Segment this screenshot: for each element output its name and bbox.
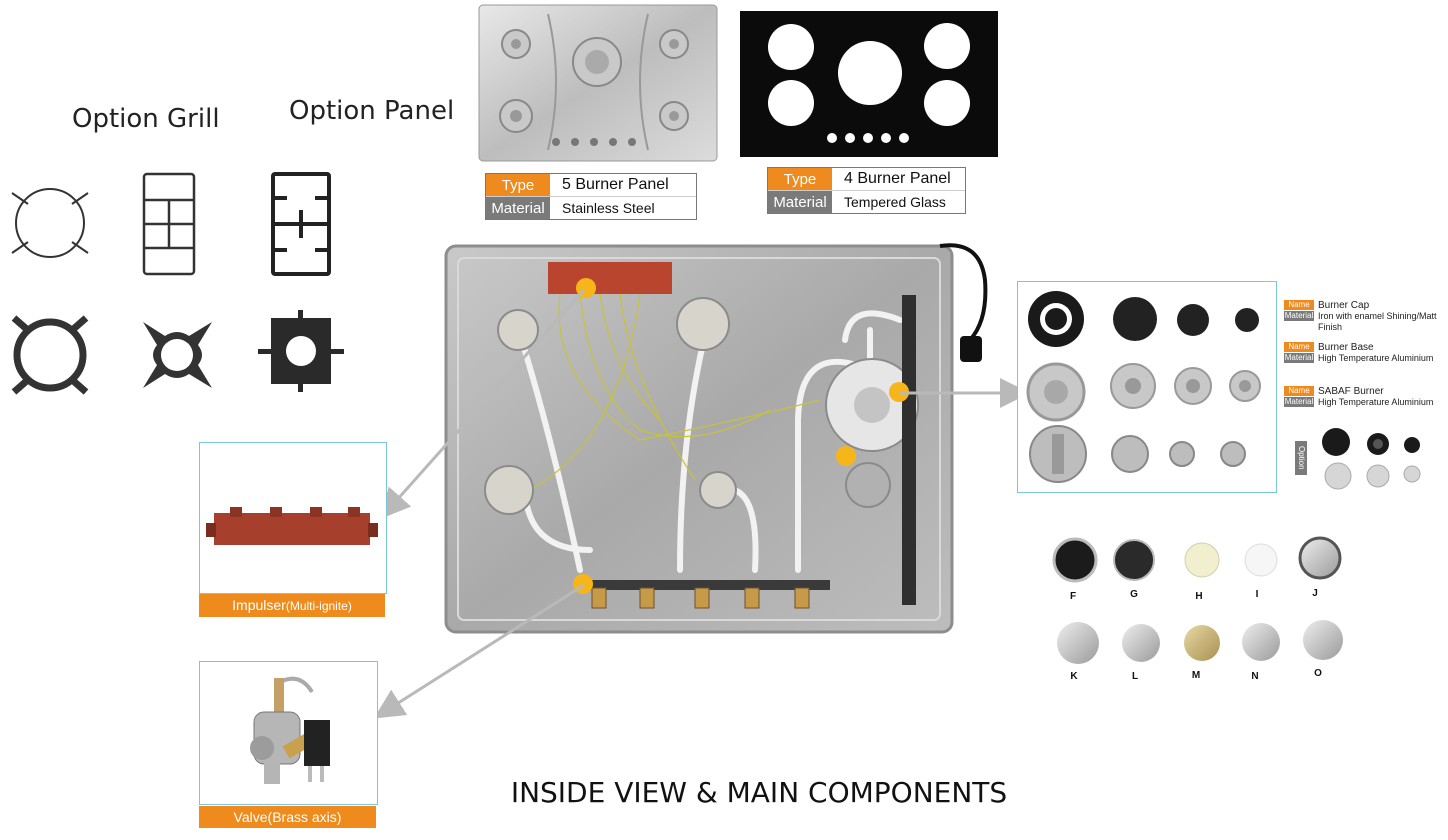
grill-square-image — [258, 310, 344, 392]
option-panel-heading: Option Panel — [289, 96, 455, 126]
grill-round-heavy-image — [11, 315, 89, 395]
material-label: Material — [486, 197, 550, 219]
option-grill-heading: Option Grill — [72, 104, 220, 134]
panel-spec-stainless: Type 5 Burner Panel Material Stainless S… — [485, 173, 697, 220]
legend-name: Burner Cap — [1318, 300, 1370, 311]
name-tag: Name — [1284, 342, 1314, 352]
grill-rect-thin-image — [142, 172, 196, 276]
valve-caption: Valve(Brass axis) — [199, 806, 376, 828]
type-label: Type — [768, 168, 832, 190]
knob-label-i: I — [1255, 589, 1259, 600]
legend-material: High Temperature Aluminium — [1318, 353, 1434, 363]
impulser-photo-frame — [199, 442, 387, 594]
impulser-caption: Impulser(Multi-ignite) — [199, 594, 385, 617]
hob-inside-view-image — [444, 243, 988, 634]
legend-material: High Temperature Aluminium — [1318, 397, 1434, 407]
option-burner-parts-image — [1322, 428, 1421, 490]
impulser-caption-sub: (Multi-ignite) — [285, 599, 352, 613]
page-title: INSIDE VIEW & MAIN COMPONENTS — [510, 776, 1008, 809]
type-value: 4 Burner Panel — [844, 170, 951, 187]
legend-name: Burner Base — [1318, 342, 1374, 353]
grill-options — [11, 172, 344, 395]
material-tag: Material — [1284, 311, 1314, 321]
material-tag: Material — [1284, 353, 1314, 363]
knob-label-h: H — [1195, 591, 1203, 602]
knob-label-m: M — [1191, 670, 1201, 681]
type-value: 5 Burner Panel — [562, 176, 669, 193]
type-label: Type — [486, 174, 550, 196]
material-value: Tempered Glass — [844, 194, 946, 210]
valve-photo-frame — [199, 661, 378, 805]
legend-burner-cap: Name Material Burner Cap Iron with ename… — [1284, 300, 1448, 333]
material-label: Material — [768, 191, 832, 213]
option-tag-label: Option — [1297, 446, 1306, 470]
panel-spec-glass: Type 4 Burner Panel Material Tempered Gl… — [767, 167, 966, 214]
knob-label-l: L — [1131, 671, 1139, 682]
name-tag: Name — [1284, 386, 1314, 396]
knob-label-j: J — [1312, 588, 1318, 599]
option-tag: Option — [1295, 441, 1307, 475]
grill-rect-heavy-image — [271, 172, 331, 276]
impulser-image — [206, 507, 378, 545]
burner-parts-image — [1026, 291, 1261, 483]
material-value: Stainless Steel — [562, 200, 655, 216]
legend-sabaf-burner: Name Material SABAF Burner High Temperat… — [1284, 386, 1433, 408]
legend-name: SABAF Burner — [1318, 386, 1384, 397]
knob-label-g: G — [1130, 589, 1138, 600]
knob-options-image — [1052, 536, 1343, 664]
material-tag: Material — [1284, 397, 1314, 407]
name-tag: Name — [1284, 300, 1314, 310]
valve-image — [250, 676, 330, 784]
stainless-panel-image — [478, 4, 718, 162]
impulser-caption-main: Impulser — [232, 597, 286, 613]
legend-burner-base: Name Material Burner Base High Temperatu… — [1284, 342, 1433, 364]
burner-parts-frame — [1017, 281, 1277, 493]
knob-label-f: F — [1069, 591, 1077, 602]
glass-panel-image — [740, 11, 998, 157]
grill-star-image — [143, 322, 212, 388]
knob-label-n: N — [1251, 671, 1259, 682]
legend-material: Iron with enamel Shining/Matt Finish — [1318, 311, 1437, 332]
knob-label-o: O — [1314, 668, 1322, 679]
knob-label-k: K — [1070, 671, 1078, 682]
grill-round-thin-image — [11, 188, 89, 258]
